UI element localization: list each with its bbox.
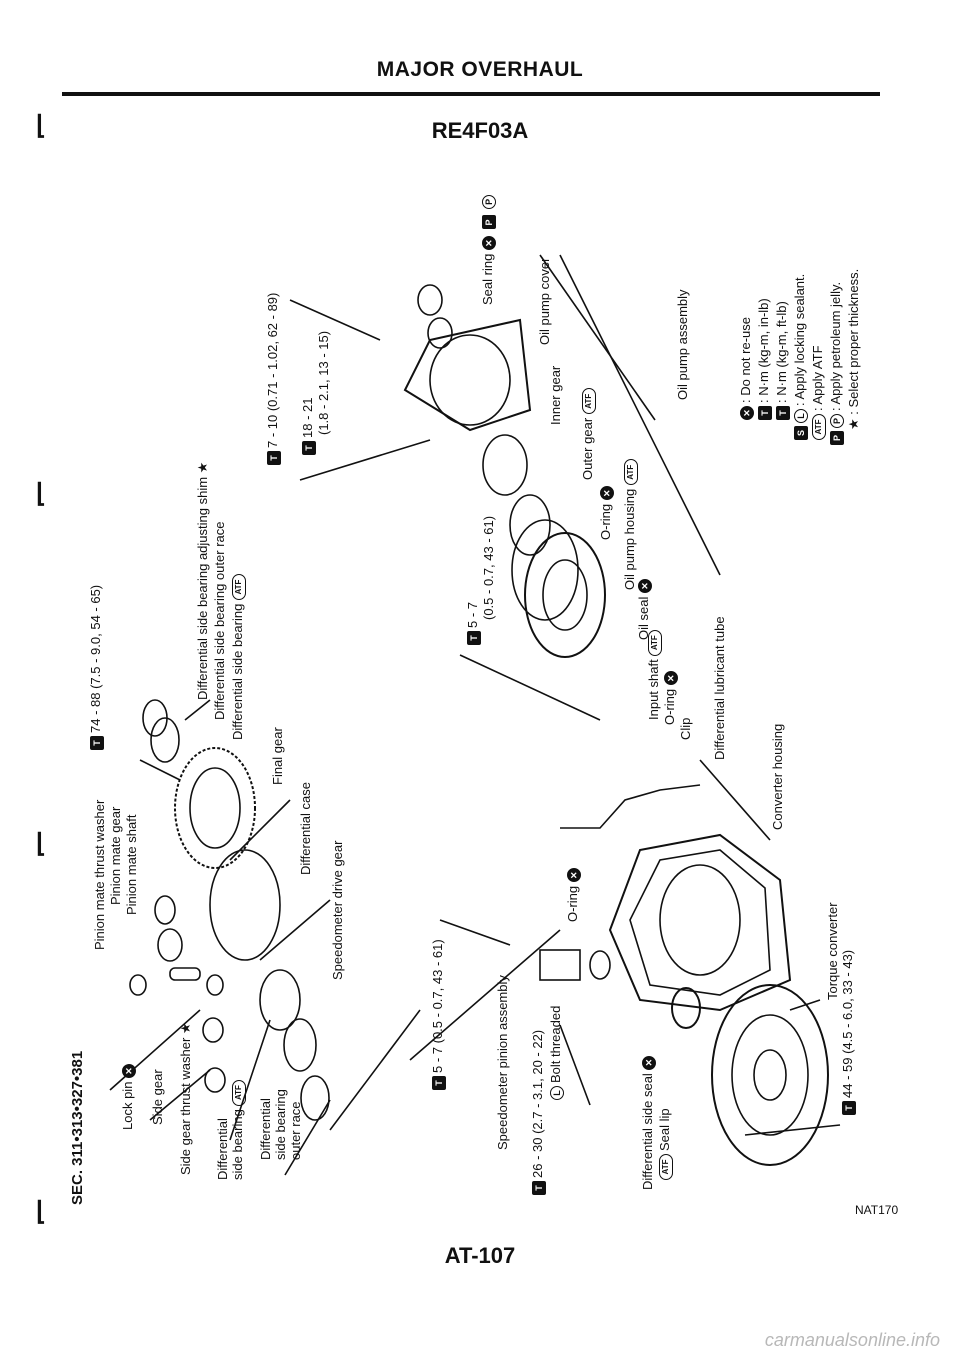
- label-oil-pump-cover: Oil pump cover: [537, 257, 552, 345]
- legend-nm-ft-lb: T: N·m (kg-m, ft-lb): [774, 301, 790, 420]
- locking-sealant-icon: L: [549, 1086, 564, 1100]
- do-not-reuse-icon: ✕: [637, 579, 652, 594]
- label-differential-lubricant-tube: Differential lubricant tube: [712, 616, 727, 760]
- do-not-reuse-icon: ✕: [641, 1055, 656, 1070]
- do-not-reuse-icon: ✕: [599, 486, 614, 501]
- diagram-id: NAT170: [855, 1203, 899, 1217]
- label-differential-side-seal: Differential side seal ✕: [640, 1053, 656, 1190]
- legend-do-not-reuse: ✕: Do not re-use: [738, 317, 754, 420]
- binding-mark-icon: ⌊: [36, 478, 47, 508]
- label-clip: Clip: [678, 717, 693, 740]
- sealant-icon: S: [793, 426, 808, 440]
- label-o-ring-c: O-ring ✕: [598, 483, 614, 540]
- torque-26-30: T26 - 30 (2.7 - 3.1, 20 - 22): [530, 1030, 546, 1195]
- atf-icon: ATF: [231, 574, 246, 601]
- label-oil-seal: Oil seal ✕: [636, 576, 652, 640]
- model-code: RE4F03A: [431, 118, 529, 143]
- torque-inlb-icon: T: [431, 1076, 446, 1090]
- locking-sealant-icon: L: [793, 409, 808, 423]
- petroleum-icon: P: [829, 414, 844, 428]
- label-pinion-mate-thrust-washer: Pinion mate thrust washer: [92, 799, 107, 950]
- torque-ftlb-icon: T: [89, 736, 104, 750]
- binding-mark-icon: ⌊: [36, 828, 47, 858]
- label-torque-converter: Torque converter: [825, 902, 840, 1000]
- legend-locking-sealant: SL: Apply locking sealant.: [792, 274, 808, 440]
- label-outer-gear: Outer gear ATF: [580, 385, 596, 480]
- torque-18-21: T18 - 21: [300, 398, 316, 455]
- header-rule: [62, 92, 880, 96]
- label-input-shaft: Input shaft ATF: [646, 627, 662, 720]
- do-not-reuse-icon: ✕: [121, 1063, 136, 1078]
- atf-icon: ATF: [811, 414, 826, 440]
- label-diff-side-bearing: Differential side bearing ATF: [230, 571, 246, 740]
- label-diff-outer-race-3: outer race: [288, 1101, 303, 1160]
- atf-icon: ATF: [658, 1154, 673, 1180]
- petroleum-jelly-icon: P: [481, 215, 496, 230]
- do-not-reuse-icon: ✕: [566, 868, 581, 883]
- torque-ftlb-icon: T: [301, 441, 316, 455]
- atf-icon: ATF: [623, 459, 638, 486]
- legend-nm-in-lb: T: N·m (kg-m, in-lb): [756, 298, 772, 420]
- label-side-gear-thrust-washer: Side gear thrust washer ★: [178, 1022, 193, 1175]
- label-diff-outer-race-1: Differential: [258, 1098, 273, 1160]
- torque-7-10: T7 - 10 (0.71 - 1.02, 62 - 89): [265, 293, 281, 465]
- label-lock-pin: Lock pin ✕: [120, 1061, 136, 1130]
- label-oil-pump-housing: Oil pump housing ATF: [622, 456, 638, 590]
- legend-apply-atf: ATF: Apply ATF: [810, 345, 826, 440]
- page-number: AT-107: [444, 1243, 516, 1268]
- torque-44-59: T44 - 59 (4.5 - 6.0, 33 - 43): [840, 950, 856, 1115]
- label-diff-side-bearing-outer-race: Differential side bearing outer race: [212, 521, 227, 721]
- legend-select-thickness: ★ : Select proper thickness.: [846, 268, 861, 430]
- label-differential-side-bearing-line2: side bearing ATF: [230, 1077, 246, 1180]
- torque-inlb-icon: T: [757, 406, 772, 420]
- watermark: carmanualsonline.info: [764, 1330, 940, 1350]
- petroleum-icon: P: [481, 194, 496, 209]
- torque-5-7-a: T5 - 7 (0.5 - 0.7, 43 - 61): [430, 939, 446, 1090]
- binding-mark-icon: ⌊: [36, 110, 47, 140]
- label-inner-gear: Inner gear: [548, 365, 563, 425]
- label-converter-housing: Converter housing: [770, 723, 785, 830]
- atf-icon: ATF: [581, 388, 596, 415]
- label-pinion-mate-gear: Pinion mate gear: [108, 806, 123, 905]
- label-seal-lip: ATFSeal lip: [657, 1108, 673, 1180]
- label-speedometer-pinion-assembly: Speedometer pinion assembly: [495, 975, 510, 1150]
- section-reference: SEC. 311•313•327•381: [69, 1050, 86, 1205]
- label-differential-case: Differential case: [298, 782, 313, 875]
- label-o-ring-b: O-ring ✕: [662, 668, 678, 725]
- label-diff-side-bearing-shim: Differential side bearing adjusting shim…: [195, 461, 210, 700]
- label-differential-side-bearing: Differential: [215, 1118, 230, 1180]
- do-not-reuse-icon: ✕: [481, 236, 496, 251]
- torque-ftlb-icon: T: [531, 1181, 546, 1195]
- label-oil-pump-assembly: Oil pump assembly: [675, 289, 690, 400]
- label-bolt-threaded: LBolt threaded: [548, 1006, 564, 1100]
- do-not-reuse-icon: ✕: [739, 406, 754, 420]
- torque-ftlb-icon: T: [775, 406, 790, 420]
- atf-icon: ATF: [231, 1079, 246, 1106]
- page-header-title: MAJOR OVERHAUL: [376, 58, 584, 81]
- label-pinion-mate-shaft: Pinion mate shaft: [124, 814, 139, 915]
- torque-ftlb-icon: T: [841, 1101, 856, 1115]
- label-diff-outer-race-2: side bearing: [273, 1089, 288, 1160]
- petroleum-jelly-icon: P: [829, 431, 844, 445]
- torque-inlb-icon: T: [266, 451, 281, 465]
- torque-5-7-b-line2: (0.5 - 0.7, 43 - 61): [481, 515, 496, 620]
- label-o-ring-a: O-ring ✕: [565, 865, 581, 922]
- torque-18-21-line2: (1.8 - 2.1, 13 - 15): [316, 330, 331, 435]
- legend-petroleum-jelly: PP: Apply petroleum jelly.: [828, 282, 844, 445]
- torque-74-88: T74 - 88 (7.5 - 9.0, 54 - 65): [88, 585, 104, 750]
- binding-mark-icon: ⌊: [36, 1196, 47, 1226]
- do-not-reuse-icon: ✕: [663, 671, 678, 686]
- label-seal-ring: Seal ring ✕ P P: [480, 192, 496, 305]
- label-speedometer-drive-gear: Speedometer drive gear: [330, 840, 345, 980]
- label-side-gear: Side gear: [150, 1069, 165, 1125]
- torque-inlb-icon: T: [466, 631, 481, 645]
- label-final-gear: Final gear: [270, 727, 285, 785]
- torque-5-7-b: T5 - 7: [465, 602, 481, 645]
